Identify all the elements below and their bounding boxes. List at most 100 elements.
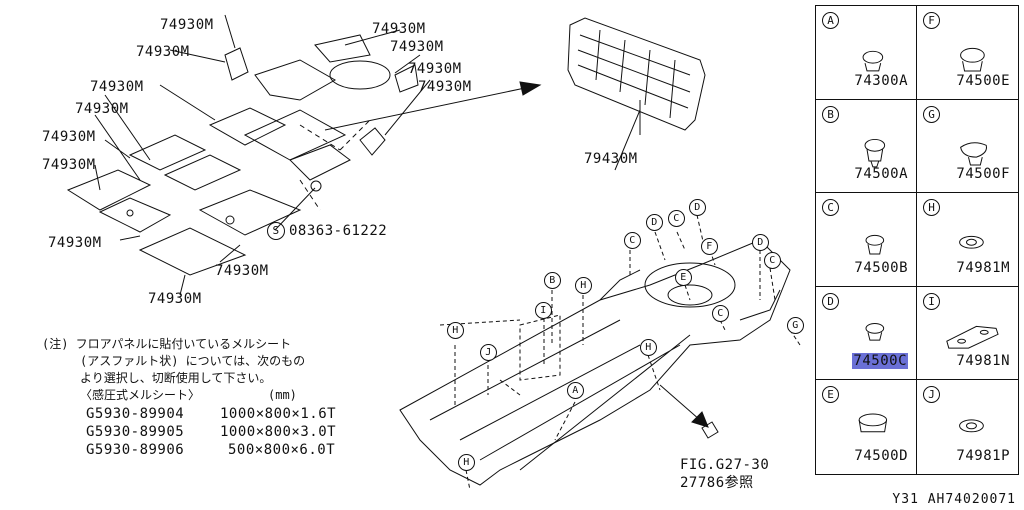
oval-plug-icon [960,141,987,166]
part-cell: B 74500A [816,99,917,194]
callout-circle: H [640,339,657,356]
callout-circle: D [689,199,706,216]
part-number: 74500A [854,166,908,183]
part-label: 74930M [48,235,102,251]
part-label: 74930M [408,61,462,77]
plug-icon [865,235,885,255]
part-number: 74500E [956,72,1010,89]
part-label: 74930M [136,44,190,60]
rear-floor-panel [567,17,706,131]
part-label: 74930M [418,79,472,95]
part-letter: I [923,292,940,310]
sheet-piece [138,227,247,276]
fig-ref-sub: 27786参照 [680,475,754,491]
part-number: 74500F [956,166,1010,183]
spec-size: 1000×800×3.0T [220,424,337,440]
part-letter: B [822,105,839,123]
note-line: 〈感圧式メルシート〉 [80,388,201,402]
note-line: (注) フロアパネルに貼付いているメルシート [42,337,292,351]
sheet-piece [254,59,337,101]
part-letter: C [822,199,839,217]
plug-icon [864,138,886,167]
callout-circle: G [787,317,804,334]
sheet-piece [98,197,172,233]
screw-label: 08363-61222 [289,223,388,239]
plug-icon [865,322,885,341]
part-cell: A 74300A [816,6,917,100]
spare-tire-well [644,262,736,308]
sheet-piece [314,34,371,63]
note-line: (アスファルト状) については、次のもの [80,354,306,368]
sheet-piece [329,60,391,90]
callout-circle: D [646,214,663,231]
sheet-piece [394,64,419,93]
footer-ref: Y31 AH74020071 [892,492,1016,507]
panel-label: 79430M [584,151,638,167]
part-cell: D 74500C [816,286,917,381]
part-number: 74981P [956,447,1010,464]
callout-circle: I [535,302,552,319]
part-letter: F [923,12,940,29]
fig-ref: FIG.G27-30 [680,457,770,473]
part-number: 74981N [956,353,1010,370]
sheet-piece [208,107,287,146]
part-label: 74930M [160,17,214,33]
spec-size: 500×800×6.0T [228,442,336,458]
spec-pn: G5930-89904 [86,406,185,422]
part-number-highlighted: 74500C [852,353,908,370]
callout-circle: H [458,454,475,471]
callout-circle: C [764,252,781,269]
part-label: 74930M [42,157,96,173]
spec-size: 1000×800×1.6T [220,406,337,422]
part-number: 74300A [854,72,908,89]
sheet-piece [224,47,249,81]
callout-circle: D [752,234,769,251]
part-label: 74930M [390,39,444,55]
sheet-piece [198,189,302,236]
part-letter: A [822,12,839,29]
callout-circle: A [567,382,584,399]
spec-pn: G5930-89906 [86,442,185,458]
callout-circle: B [544,272,561,289]
part-letter: G [923,105,940,123]
sheet-piece [128,134,207,171]
callout-circle: F [701,238,718,255]
callout-circle: J [480,344,497,361]
part-label: 74930M [215,263,269,279]
screw-symbol: S [267,222,285,240]
part-label: 74930M [372,21,426,37]
part-cell: E 74500D [816,380,917,474]
part-cell: I 74981N [917,287,1018,381]
parts-legend-grid: A 74300A F 74500E B 74500A G 74500F C 74… [815,5,1019,475]
spec-pn: G5930-89905 [86,424,185,440]
part-cell: F 74500E [917,6,1018,100]
part-number: 74981M [956,259,1010,276]
part-label: 74930M [90,79,144,95]
sheet-piece [359,127,386,156]
callout-circle: C [668,210,685,227]
note-unit: (mm) [268,388,297,402]
plug-icon [858,413,888,433]
callout-circle: C [624,232,641,249]
callout-circle: C [712,305,729,322]
part-letter: E [822,386,839,404]
part-label: 74930M [75,101,129,117]
part-label: 74930M [42,129,96,145]
sealing-pad-icon [959,236,984,249]
part-number: 74500D [854,447,908,464]
sealing-strip-icon [946,325,999,349]
part-cell: J 74981P [917,380,1018,474]
callout-circle: E [675,269,692,286]
sheet-piece [289,144,351,181]
sheet-piece [243,109,347,161]
part-cell: C 74500B [816,193,917,287]
part-cell: G 74500F [917,100,1018,194]
part-letter: D [822,292,839,310]
callout-circle: H [447,322,464,339]
grommet-icon [960,47,985,72]
part-letter: J [923,386,940,404]
sealing-pad-icon [959,419,984,433]
part-cell: H 74981M [917,193,1018,287]
sheet-piece [66,169,152,211]
